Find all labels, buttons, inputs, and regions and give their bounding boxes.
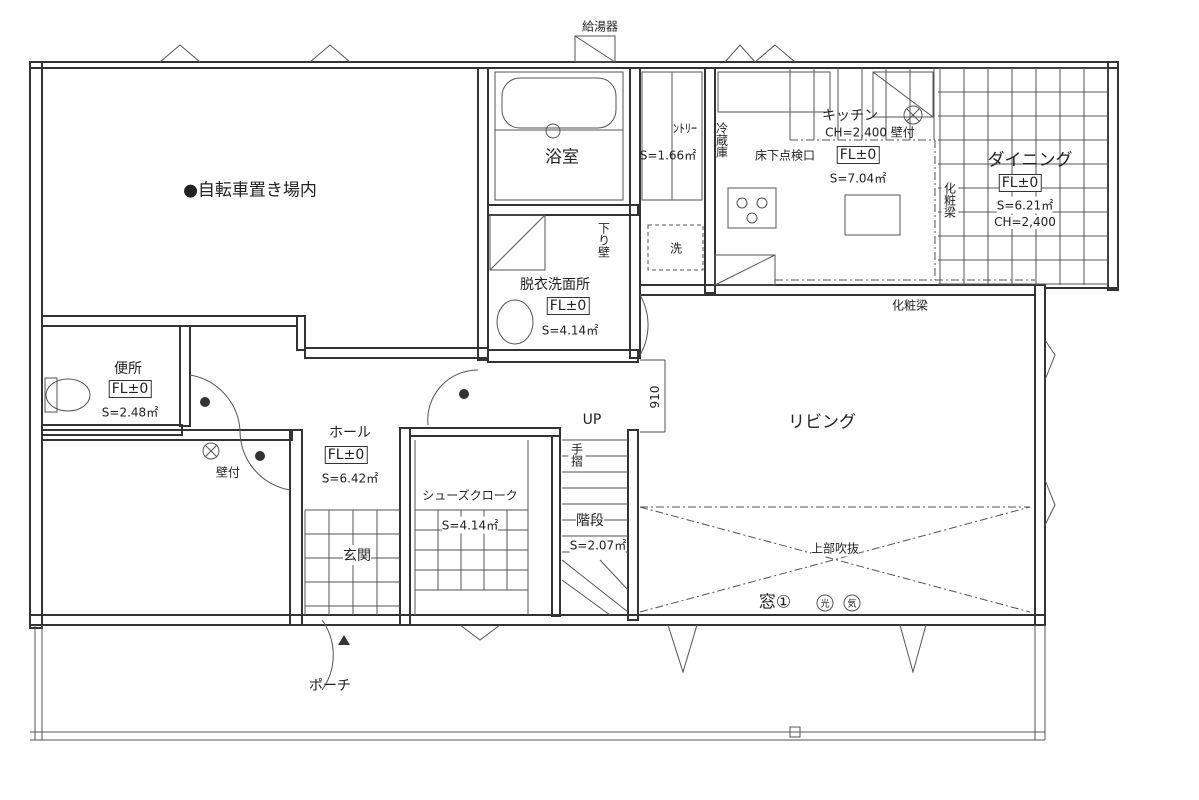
kitchen-label: キッチン: [822, 108, 878, 124]
shoe-closet-area: S=4.14㎡: [441, 516, 499, 534]
dining-fl: FL±0: [998, 174, 1042, 192]
water-heater-label: 給湯器: [581, 19, 619, 34]
living-void-lines: [639, 359, 1031, 674]
window-label: 窓①: [758, 592, 792, 613]
dining-beam-label: 化粧梁: [941, 182, 959, 218]
hall-area: S=6.42㎡: [321, 471, 379, 486]
fridge-label: 冷蔵庫: [714, 122, 729, 158]
handrail-label: 手摺: [568, 443, 586, 467]
toilet-area: S=2.48㎡: [101, 405, 159, 420]
drop-wall-label: 下り壁: [596, 222, 611, 258]
beam-label: 化粧梁: [891, 298, 929, 313]
washer-label: 洗: [669, 241, 683, 256]
washroom-fl: FL±0: [546, 297, 590, 315]
dining-label: ダイニング: [987, 150, 1073, 171]
washroom-label: 脱衣洗面所: [520, 277, 590, 293]
ceiling-light-icon: [903, 105, 923, 125]
dining-floor-grid: [789, 67, 1109, 285]
toilet-fl: FL±0: [108, 380, 152, 398]
mark-light: 光: [820, 599, 830, 610]
dining-area: S=6.21㎡: [996, 196, 1054, 214]
grid-line: [561, 579, 611, 616]
washroom-area: S=4.14㎡: [541, 323, 599, 338]
hall-label: ホール: [329, 425, 371, 441]
kitchen-fl: FL±0: [836, 146, 880, 164]
dimension-label: 910: [648, 385, 662, 409]
wall-light-label: 壁付: [215, 465, 241, 480]
interior-walls: [41, 67, 1036, 626]
grid-line: [599, 559, 629, 591]
hall-fl: FL±0: [324, 446, 368, 464]
void-label: 上部吹抜: [810, 539, 860, 557]
living-label: リビング: [788, 412, 856, 433]
stove-icon: [727, 187, 777, 229]
pantry-shelves: [641, 71, 703, 201]
porch-outline: [30, 625, 1046, 741]
bicycle-room-label: ●自転車置き場内: [183, 180, 317, 201]
stairs-label: 階段: [576, 510, 604, 530]
toilet-fixture: [44, 377, 91, 413]
bathtub: [494, 71, 624, 201]
door-swings: [189, 294, 649, 691]
washroom-fixtures: [489, 214, 704, 345]
stairs-area: S=2.07㎡: [569, 536, 627, 554]
stairs-treads: [561, 439, 629, 616]
window-marks: [159, 35, 1056, 641]
floor-hatch-label: 床下点検口: [754, 148, 816, 163]
entrance-label: 玄関: [343, 545, 371, 565]
stairs-up-label: UP: [582, 412, 602, 428]
kitchen-fixtures: [714, 71, 1035, 286]
pantry-label: ﾝﾄﾘｰ: [672, 121, 698, 136]
sink-icon: [844, 194, 901, 236]
kitchen-area: S=7.04㎡: [829, 171, 887, 186]
toilet-label: 便所: [114, 361, 142, 377]
pantry-area: S=1.66㎡: [639, 148, 697, 163]
outer-walls: [29, 61, 1119, 629]
grid-line: [561, 559, 629, 613]
kitchen-ceiling: CH=2,400 壁付: [825, 125, 915, 140]
shoe-closet-label: シューズクローク: [422, 486, 518, 504]
mark-air: 気: [847, 599, 857, 610]
porch-label: ポーチ: [309, 678, 351, 694]
bath-label: 浴室: [545, 147, 579, 168]
dining-ceiling: CH=2,400: [994, 215, 1056, 229]
